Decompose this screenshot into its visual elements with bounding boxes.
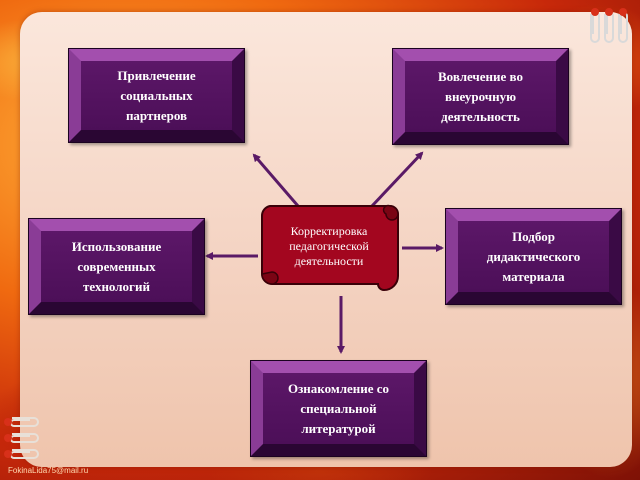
arrow-to-top-right <box>370 151 424 208</box>
node-top-left-line-1: Привлечение <box>117 67 196 83</box>
node-top-left-line-2: социальных <box>120 87 193 103</box>
node-top-right-line-2: внеурочную <box>444 88 517 104</box>
node-top-left: Привлечение социальных партнеров <box>68 48 245 143</box>
node-left-line-2: современных <box>77 258 156 274</box>
author-email: FokinaLida75@mail.ru <box>8 466 89 475</box>
node-right-line-1: Подбор <box>512 228 555 244</box>
node-top-left-line-3: партнеров <box>125 107 188 123</box>
node-bottom-line-2: специальной <box>300 400 377 416</box>
node-right-line-2: дидактического <box>486 248 581 264</box>
paperclip-icon <box>590 8 628 43</box>
node-top-right-line-1: Вовлечение во <box>438 68 523 84</box>
paperclip-icon <box>4 417 39 459</box>
node-bottom-line-3: литературой <box>301 420 376 436</box>
node-bottom-line-1: Ознакомление со <box>287 380 390 396</box>
node-right: Подбор дидактического материала <box>445 208 622 305</box>
center-node-shape <box>260 204 399 292</box>
node-left: Использование современных технологий <box>28 218 205 315</box>
node-left-line-1: Использование <box>71 238 162 254</box>
center-node: Корректировка педагогической деятельност… <box>258 204 400 294</box>
node-top-right-line-3: деятельность <box>441 108 520 124</box>
arrow-to-top-left <box>252 153 300 207</box>
center-node-label: Корректировка педагогической деятельност… <box>289 224 369 268</box>
node-right-line-3: материала <box>502 268 565 284</box>
node-top-right: Вовлечение во внеурочную деятельность <box>392 48 569 145</box>
node-left-line-3: технологий <box>83 278 150 294</box>
node-bottom: Ознакомление со специальной литературой <box>250 360 427 457</box>
